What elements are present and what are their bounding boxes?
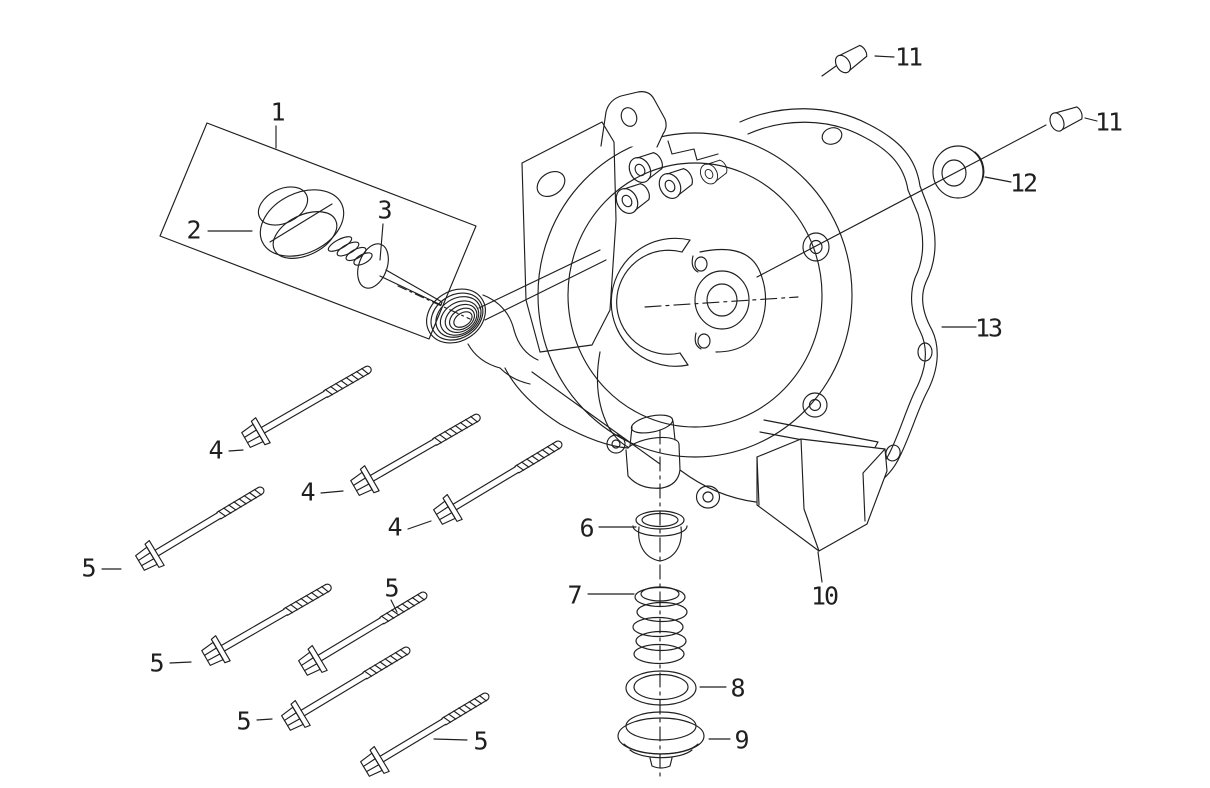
callout-10: 10 xyxy=(810,581,839,611)
dipstick-kit-box xyxy=(159,122,477,340)
center-hub xyxy=(644,248,799,353)
dipstick-centerline xyxy=(397,285,471,320)
dipstick-rod xyxy=(379,269,443,306)
flange-bolt-4 xyxy=(347,402,488,502)
cover-corner-block xyxy=(756,438,888,552)
flange-bolt-5 xyxy=(131,475,272,577)
cover-gasket xyxy=(739,108,938,499)
crankcase-cover xyxy=(426,91,888,552)
cover-ear xyxy=(600,91,667,148)
oil-drain-cap xyxy=(617,711,705,769)
hub-centerline xyxy=(644,296,799,308)
dowel-pin xyxy=(831,41,871,77)
callout-3: 3 xyxy=(377,195,392,225)
cover-lower-left-edge xyxy=(596,351,629,448)
dipstick-seal xyxy=(357,243,389,289)
gasket-hole xyxy=(917,342,933,362)
leader-lines xyxy=(101,55,1098,741)
filler-neck xyxy=(426,288,539,385)
flange-bolt-5 xyxy=(277,635,418,737)
cover-recess-arc xyxy=(610,237,691,367)
seal-grommet-ring xyxy=(932,145,985,199)
callout-4c: 4 xyxy=(387,512,402,542)
callout-11b: 11 xyxy=(1094,107,1123,137)
dipstick-slot xyxy=(269,203,333,243)
callout-8: 8 xyxy=(730,673,745,703)
flange-hole xyxy=(536,170,566,198)
dowel-pin xyxy=(1046,102,1086,134)
callout-7: 7 xyxy=(567,580,582,610)
callout-9: 9 xyxy=(734,725,749,755)
cover-web-edge xyxy=(531,371,661,465)
callout-5c: 5 xyxy=(236,706,251,736)
cover-inner-rim xyxy=(567,162,823,428)
callout-6: 6 xyxy=(579,513,594,543)
cover-recess-arc-inner xyxy=(616,249,683,355)
callout-5b: 5 xyxy=(149,648,164,678)
callout-13: 13 xyxy=(974,313,1003,343)
hub-tab-hole xyxy=(697,333,711,349)
alignment-axis-line xyxy=(756,124,1047,278)
cover-web-edge xyxy=(504,367,629,449)
strainer-boss xyxy=(625,414,681,489)
callout-4b: 4 xyxy=(300,477,315,507)
cover-top-notch xyxy=(667,140,719,161)
flange-bolt-5 xyxy=(198,572,339,672)
oil-strainer-cup xyxy=(632,510,688,562)
cover-left-flange xyxy=(521,121,617,353)
flange-bolt-4 xyxy=(429,429,570,531)
callout-5e: 5 xyxy=(473,726,488,756)
oil-dipstick xyxy=(257,186,443,306)
callout-4a: 4 xyxy=(208,435,223,465)
callout-1: 1 xyxy=(270,97,285,127)
flange-bolt-4 xyxy=(238,354,379,454)
callout-5a: 5 xyxy=(81,553,96,583)
ear-hole xyxy=(620,107,638,127)
alignment-stub-line xyxy=(821,65,837,77)
o-ring xyxy=(625,670,697,706)
cover-bottom-edge xyxy=(679,469,757,503)
spring xyxy=(632,586,688,665)
callout-12: 12 xyxy=(1009,168,1038,198)
gasket-hole xyxy=(885,444,901,462)
hub-tab-hole xyxy=(694,256,708,272)
gasket-hole xyxy=(821,127,843,145)
callout-2: 2 xyxy=(186,215,201,245)
callout-11a: 11 xyxy=(894,42,923,72)
callout-5d: 5 xyxy=(384,573,399,603)
neck-arm-strip xyxy=(478,249,607,321)
